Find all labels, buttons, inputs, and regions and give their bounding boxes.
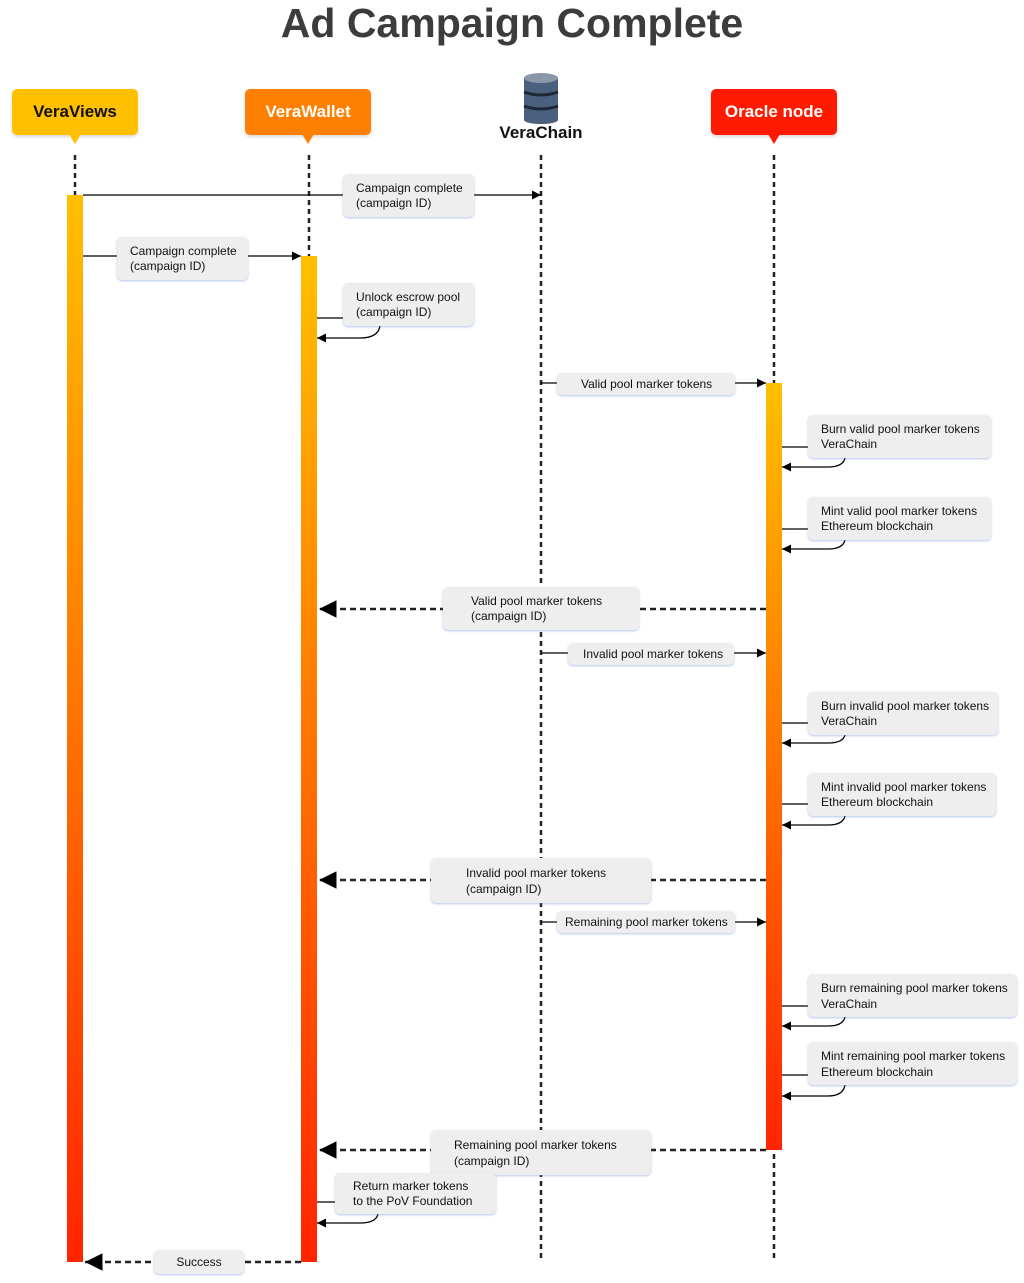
- message-label: Valid pool marker tokens (campaign ID): [443, 587, 639, 630]
- message-label: Mint valid pool marker tokens Ethereum b…: [808, 497, 991, 540]
- message-label: Invalid pool marker tokens: [568, 643, 734, 665]
- message-label: Unlock escrow pool (campaign ID): [343, 283, 474, 326]
- message-label: Success: [154, 1250, 244, 1274]
- message-label: Invalid pool marker tokens (campaign ID): [431, 858, 651, 903]
- self-arrow-mint-remaining: [782, 1074, 846, 1096]
- self-arrow-mint-invalid: [782, 803, 846, 825]
- actor-verachain: VeraChain: [499, 123, 583, 142]
- message-label: Mint invalid pool marker tokens Ethereum…: [808, 773, 996, 816]
- activation-verawallet: [301, 256, 317, 1262]
- self-arrow-unlock: [317, 317, 381, 338]
- activation-veraviews: [67, 195, 83, 1262]
- activation-oracle: [766, 383, 782, 1150]
- self-arrow-mint-valid: [782, 528, 846, 549]
- message-label: Remaining pool marker tokens: [557, 911, 735, 933]
- message-label: Campaign complete (campaign ID): [117, 237, 248, 280]
- message-label: Burn invalid pool marker tokens VeraChai…: [808, 692, 998, 735]
- self-arrow-return: [317, 1201, 379, 1223]
- actor-veraviews: VeraViews: [12, 89, 138, 144]
- message-label: Burn valid pool marker tokens VeraChain: [808, 415, 991, 458]
- message-label: Burn remaining pool marker tokens VeraCh…: [808, 974, 1017, 1017]
- diagram-title: Ad Campaign Complete: [280, 0, 744, 46]
- self-arrow-burn-valid: [782, 446, 846, 467]
- database-icon: [523, 73, 559, 124]
- message-label: Return marker tokens to the PoV Foundati…: [335, 1173, 496, 1214]
- actor-verawallet: VeraWallet: [245, 89, 371, 144]
- self-arrow-burn-invalid: [782, 722, 846, 743]
- self-arrow-burn-remaining: [782, 1005, 846, 1026]
- message-label: Remaining pool marker tokens (campaign I…: [431, 1130, 651, 1175]
- actor-oracle: Oracle node: [711, 89, 837, 144]
- message-label: Valid pool marker tokens: [557, 373, 735, 395]
- message-label: Mint remaining pool marker tokens Ethere…: [808, 1042, 1017, 1085]
- message-label: Campaign complete (campaign ID): [343, 174, 474, 217]
